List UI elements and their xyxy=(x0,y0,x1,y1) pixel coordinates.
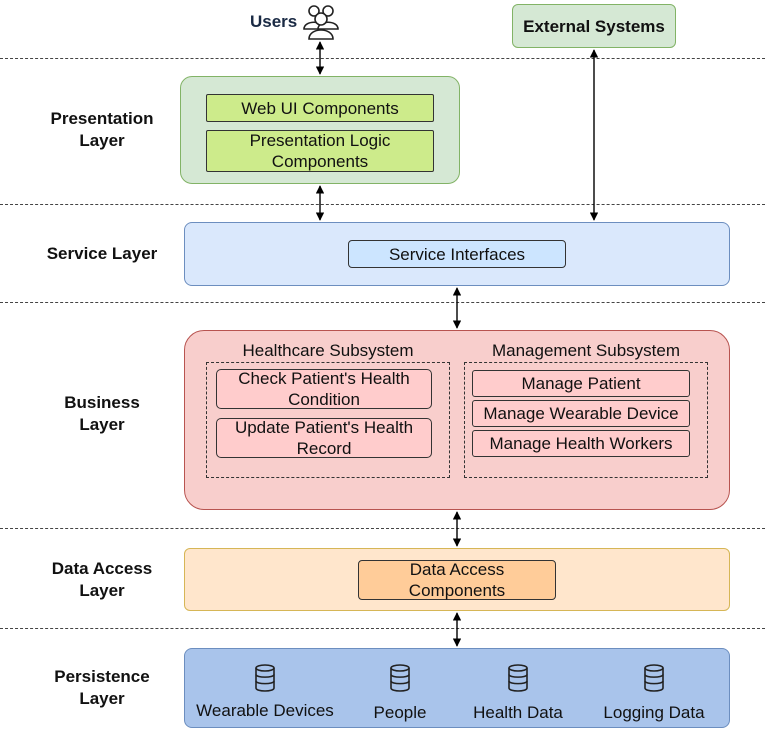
management-subsystem-group xyxy=(464,362,708,478)
separator-4 xyxy=(0,528,765,529)
separator-2 xyxy=(0,204,765,205)
persistence-panel xyxy=(184,648,730,728)
manage-wearable-device-box: Manage Wearable Device xyxy=(472,400,690,427)
service-layer-label: Service Layer xyxy=(46,244,158,263)
database-icon xyxy=(254,664,276,697)
users-label: Users xyxy=(250,12,298,31)
store-wearable-devices: Wearable Devices xyxy=(190,664,340,721)
data-access-layer-label: Data Access Layer xyxy=(51,559,153,600)
store-logging-data: Logging Data xyxy=(586,664,722,723)
healthcare-subsystem-group xyxy=(206,362,450,478)
persistence-layer-label: Persistence Layer xyxy=(54,667,150,708)
management-subsystem-title: Management Subsystem xyxy=(491,341,681,360)
manage-patient-box: Manage Patient xyxy=(472,370,690,397)
store-label: Health Data xyxy=(473,703,563,722)
business-layer-label: Business Layer xyxy=(64,393,140,434)
data-access-components-box: Data Access Components xyxy=(358,560,556,600)
separator-5 xyxy=(0,628,765,629)
presentation-logic-components-box: Presentation Logic Components xyxy=(206,130,434,172)
separator-1 xyxy=(0,58,765,59)
healthcare-subsystem-title: Healthcare Subsystem xyxy=(242,341,414,360)
database-icon xyxy=(389,664,411,697)
check-health-condition-box: Check Patient's Health Condition xyxy=(216,369,432,409)
presentation-layer-label: Presentation Layer xyxy=(50,109,154,150)
service-interfaces-box: Service Interfaces xyxy=(348,240,566,268)
store-health-data: Health Data xyxy=(460,664,576,723)
database-icon xyxy=(643,664,665,697)
store-label: Wearable Devices xyxy=(196,701,334,720)
database-icon xyxy=(507,664,529,697)
external-systems-box: External Systems xyxy=(512,4,676,48)
store-people: People xyxy=(340,664,460,723)
users-icon xyxy=(302,2,340,40)
web-ui-components-box: Web UI Components xyxy=(206,94,434,122)
store-label: People xyxy=(373,703,427,722)
update-health-record-box: Update Patient's Health Record xyxy=(216,418,432,458)
manage-health-workers-box: Manage Health Workers xyxy=(472,430,690,457)
separator-3 xyxy=(0,302,765,303)
store-label: Logging Data xyxy=(603,703,705,722)
